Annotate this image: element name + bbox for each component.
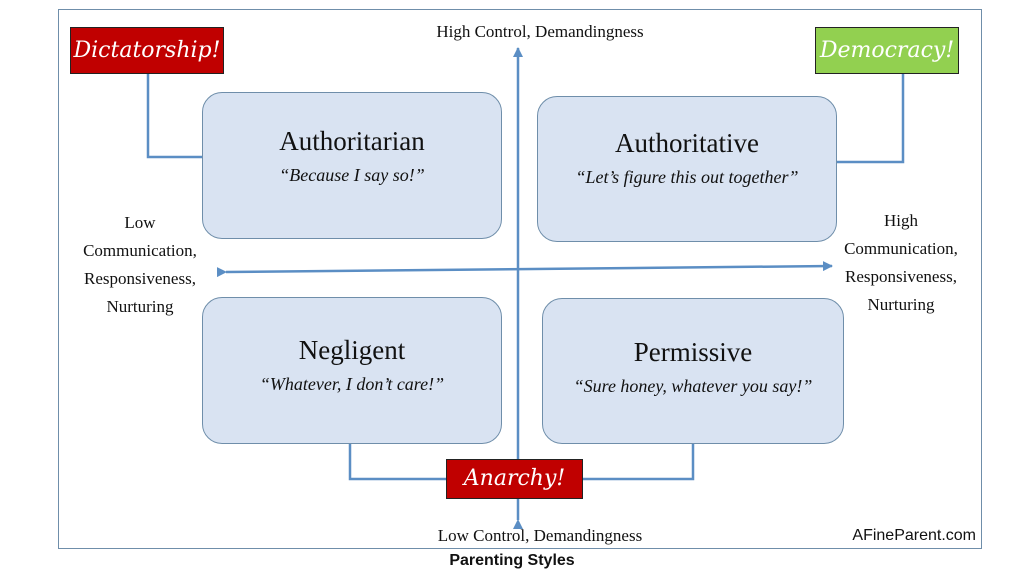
quadrant-quote: “Let’s figure this out together” [575, 167, 799, 187]
figure-caption: Parenting Styles [449, 552, 575, 569]
quadrant-title: Negligent [298, 335, 406, 365]
axis-right-line-2: Communication, [844, 239, 958, 258]
axis-left-line-1: Low [124, 213, 156, 232]
dictatorship-tag: Dictatorship! [70, 27, 224, 74]
quadrant-title: Authoritarian [279, 126, 425, 156]
quadrant-quote: “Whatever, I don’t care!” [259, 374, 445, 394]
quadrant-title: Authoritative [615, 128, 759, 158]
quadrant-permissive: Permissive “Sure honey, whatever you say… [542, 298, 844, 444]
axis-right-line-3: Responsiveness, [845, 267, 957, 286]
quadrant-quote: “Because I say so!” [279, 165, 425, 185]
anarchy-tag: Anarchy! [446, 459, 583, 499]
quadrant-authoritative: Authoritative “Let’s figure this out tog… [537, 96, 837, 242]
axis-right-label: High Communication, Responsiveness, Nurt… [820, 207, 982, 319]
site-watermark: AFineParent.com [852, 527, 976, 544]
axis-left-label: Low Communication, Responsiveness, Nurtu… [60, 209, 220, 321]
quadrant-authoritarian: Authoritarian “Because I say so!” [202, 92, 502, 239]
axis-right-line-1: High [884, 211, 918, 230]
axis-right-line-4: Nurturing [867, 295, 935, 314]
axis-left-line-2: Communication, [83, 241, 197, 260]
axis-left-line-3: Responsiveness, [84, 269, 196, 288]
axis-left-line-4: Nurturing [106, 297, 174, 316]
horizontal-axis-arrow [216, 261, 833, 278]
axis-top-label: High Control, Demandingness [436, 22, 644, 41]
democracy-tag: Democracy! [815, 27, 959, 74]
quadrant-quote: “Sure honey, whatever you say!” [573, 376, 813, 396]
quadrant-negligent: Negligent “Whatever, I don’t care!” [202, 297, 502, 444]
diagram-frame [58, 9, 982, 549]
axis-bottom-label: Low Control, Demandingness [437, 526, 643, 545]
quadrant-title: Permissive [633, 337, 753, 367]
